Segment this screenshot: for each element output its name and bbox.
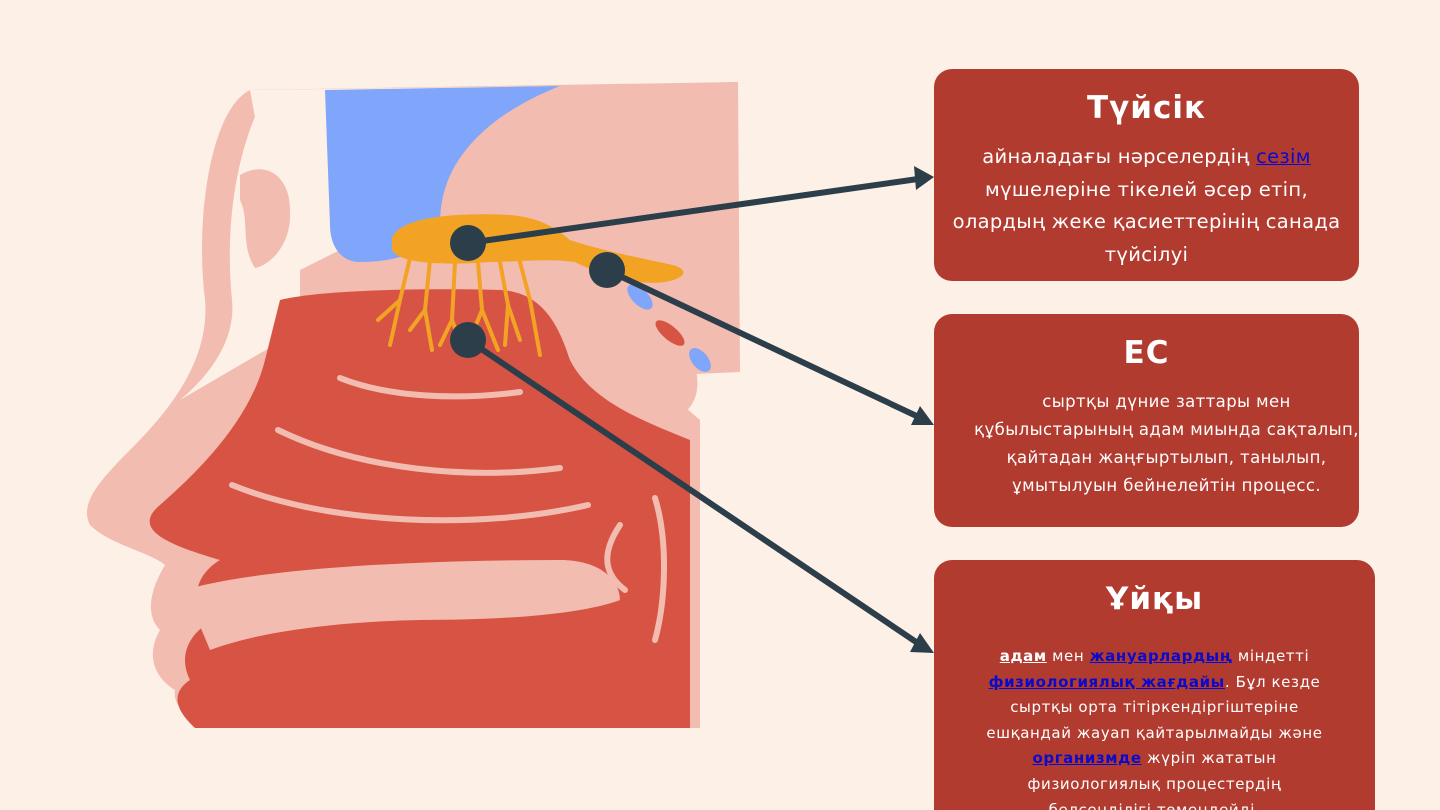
card-sensation: Түйсік айналадағы нәрселердің сезім мүше… — [934, 69, 1359, 281]
connector-line-3 — [465, 337, 928, 651]
card-sensation-text-1: айналадағы нәрселердің — [982, 145, 1257, 168]
card-sleep-text-4: жүріп жататын физиологиялық процестердің… — [1027, 749, 1282, 810]
card-sensation-text: айналадағы нәрселердің сезім мүшелеріне … — [934, 129, 1359, 271]
brain-pink-cap — [440, 82, 738, 248]
arrowhead-2 — [911, 406, 934, 425]
link-organizmde[interactable]: организмде — [1032, 749, 1142, 768]
card-sleep-text-3: . Бұл кезде сыртқы орта тітіркендіргіште… — [986, 672, 1323, 742]
card-sleep-title: Ұйқы — [1105, 581, 1204, 617]
pointer-dot-2 — [589, 252, 625, 288]
blue-spot-1 — [627, 284, 653, 310]
turbinate-curve-2 — [275, 427, 563, 476]
card-sleep-text-2: міндетті — [1232, 647, 1310, 665]
card-sleep-text-1: мен — [1046, 647, 1090, 665]
blue-spot-2 — [689, 348, 711, 372]
connector-line-1 — [465, 175, 928, 246]
turbinate-curve-3 — [229, 482, 591, 524]
pointer-dot-1 — [450, 225, 486, 261]
card-sensation-text-2: мүшелеріне тікелей әсер етіп, олардың же… — [952, 177, 1341, 266]
card-memory-text: сыртқы дүние заттары мен құбылыстарының … — [974, 392, 1359, 495]
red-spot — [655, 320, 685, 346]
link-adam[interactable]: адам — [999, 647, 1047, 665]
connectors — [465, 175, 928, 651]
throat-curve — [652, 495, 668, 643]
link-zhanuarlardyn[interactable]: жануарлардың — [1089, 647, 1233, 665]
link-sezim[interactable]: сезім — [1256, 145, 1311, 168]
card-memory: ЕС сыртқы дүние заттары мен құбылыстарын… — [934, 314, 1359, 527]
throat-curve-2 — [604, 522, 628, 593]
pointer-dot-3 — [450, 322, 486, 358]
brain-region — [325, 86, 560, 262]
card-memory-title: ЕС — [1123, 335, 1170, 371]
link-fiziologiyalyk-zhagdaiy[interactable]: физиологиялық жағдайы — [988, 672, 1225, 691]
card-sleep-text: адам мен жануарлардың міндетті физиологи… — [934, 620, 1375, 810]
mouth-inlay — [185, 560, 620, 650]
connector-line-2 — [604, 267, 928, 423]
arrowhead-3 — [910, 633, 934, 653]
connector-arrowheads — [910, 166, 934, 653]
card-sensation-title: Түйсік — [1086, 90, 1207, 126]
arrowhead-1 — [914, 166, 934, 190]
ear-shape — [240, 169, 291, 268]
card-sleep: Ұйқы адам мен жануарлардың міндетті физи… — [934, 560, 1375, 810]
turbinate-curve-1 — [337, 375, 523, 400]
